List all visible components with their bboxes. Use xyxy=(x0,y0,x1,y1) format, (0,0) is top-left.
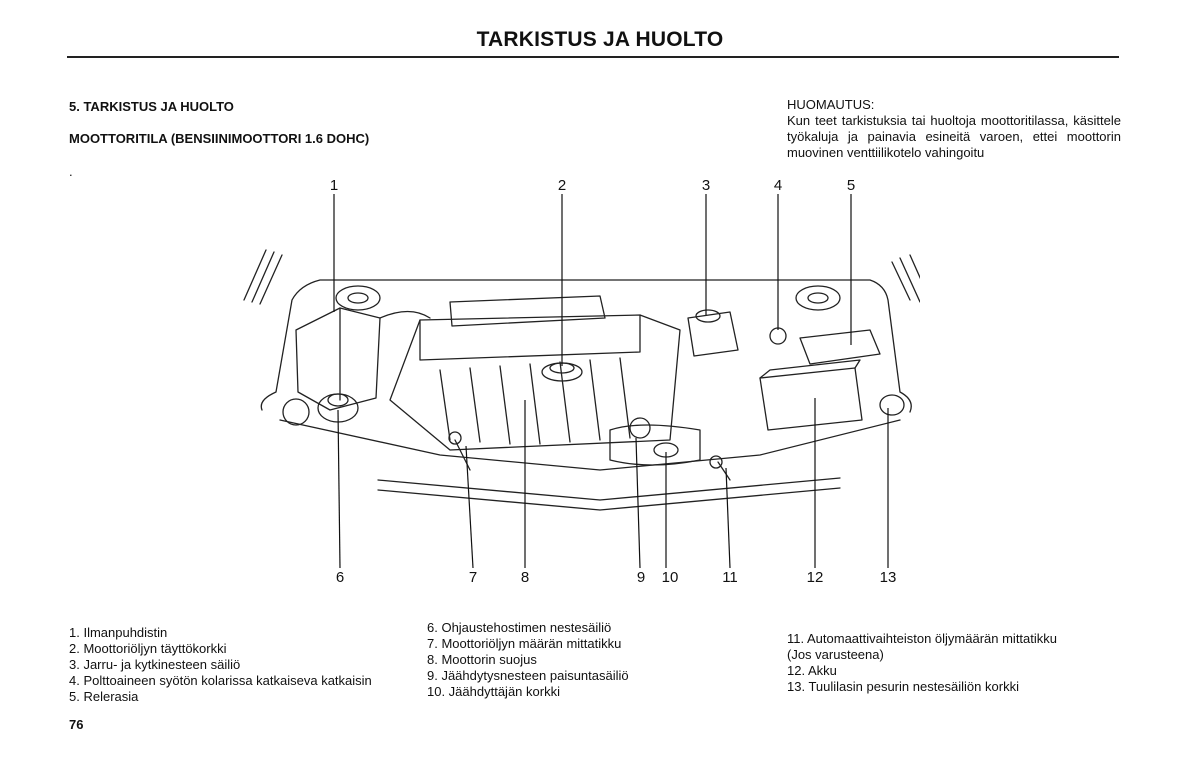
callout-8: 8 xyxy=(521,569,529,586)
callout-4: 4 xyxy=(774,177,782,194)
callout-3: 3 xyxy=(702,177,710,194)
legend-item: 8. Moottorin suojus xyxy=(427,652,537,667)
legend-item: 7. Moottoriöljyn määrän mittatikku xyxy=(427,636,622,651)
engine-bay-diagram: 1 2 3 4 5 6 7 8 9 10 11 12 13 xyxy=(243,177,920,586)
header-divider xyxy=(67,56,1119,58)
legend-item: 3. Jarru- ja kytkinesteen säiliö xyxy=(69,657,241,672)
legend-item: 6. Ohjaustehostimen nestesäiliö xyxy=(427,620,612,635)
legend-column-1: 1. Ilmanpuhdistin 2. Moottoriöljyn täytt… xyxy=(69,625,372,705)
legend-item: 13. Tuulilasin pesurin nestesäiliön kork… xyxy=(787,679,1019,694)
legend-item: 5. Relerasia xyxy=(69,689,139,704)
engine-bay-heading: MOOTTORITILA (BENSIINIMOOTTORI 1.6 DOHC) xyxy=(69,131,370,146)
callout-11: 11 xyxy=(722,569,738,586)
note-box: HUOMAUTUS: Kun teet tarkistuksia tai huo… xyxy=(787,97,1121,161)
callout-10: 10 xyxy=(662,569,679,586)
legend-column-3: 11. Automaattivaihteiston öljymäärän mit… xyxy=(787,631,1057,695)
legend-item: 12. Akku xyxy=(787,663,837,678)
legend-item: 4. Polttoaineen syötön kolarissa katkais… xyxy=(69,673,372,688)
engine-cover xyxy=(389,314,681,451)
callout-9: 9 xyxy=(637,569,645,586)
callout-6: 6 xyxy=(336,569,344,586)
section-heading: 5. TARKISTUS JA HUOLTO xyxy=(69,99,234,114)
brake-fluid-reservoir xyxy=(687,311,739,357)
washer-fluid-cap xyxy=(879,394,905,416)
fuel-cut-switch xyxy=(769,327,787,345)
callout-12: 12 xyxy=(807,569,824,586)
legend-item: 1. Ilmanpuhdistin xyxy=(69,625,168,640)
right-strut-tower xyxy=(795,285,841,311)
legend-item: 2. Moottoriöljyn täyttökorkki xyxy=(69,641,227,656)
intake-pipe xyxy=(449,295,606,327)
battery xyxy=(759,367,863,431)
left-fender-outline xyxy=(243,249,283,305)
page-number: 76 xyxy=(69,717,84,732)
hood-opening-outline xyxy=(260,279,912,413)
note-title: HUOMAUTUS: xyxy=(787,97,875,112)
callout-2: 2 xyxy=(558,177,566,194)
right-fender-outline xyxy=(891,254,920,303)
callout-7: 7 xyxy=(469,569,477,586)
note-body: Kun teet tarkistuksia tai huoltoja moott… xyxy=(787,113,1121,160)
oil-dipstick xyxy=(454,439,471,471)
legend-item: 11. Automaattivaihteiston öljymäärän mit… xyxy=(787,631,1058,646)
coolant-reservoir xyxy=(609,424,701,466)
legend-item: 9. Jäähdytysnesteen paisuntasäiliö xyxy=(427,668,629,683)
stray-mark: . xyxy=(69,164,73,179)
relay-box xyxy=(799,329,881,365)
front-panel xyxy=(279,419,901,471)
callout-13: 13 xyxy=(880,569,897,586)
transmission-dipstick xyxy=(717,461,731,481)
left-strut-tower xyxy=(335,285,381,311)
legend-item: (Jos varusteena) xyxy=(787,647,884,662)
callout-5: 5 xyxy=(847,177,855,194)
legend-item: 10. Jäähdyttäjän korkki xyxy=(427,684,560,699)
air-cleaner-box xyxy=(295,307,381,411)
legend-column-2: 6. Ohjaustehostimen nestesäiliö 7. Moott… xyxy=(427,620,629,700)
page-header-title: TARKISTUS JA HUOLTO xyxy=(476,28,724,51)
callout-1: 1 xyxy=(330,177,338,194)
